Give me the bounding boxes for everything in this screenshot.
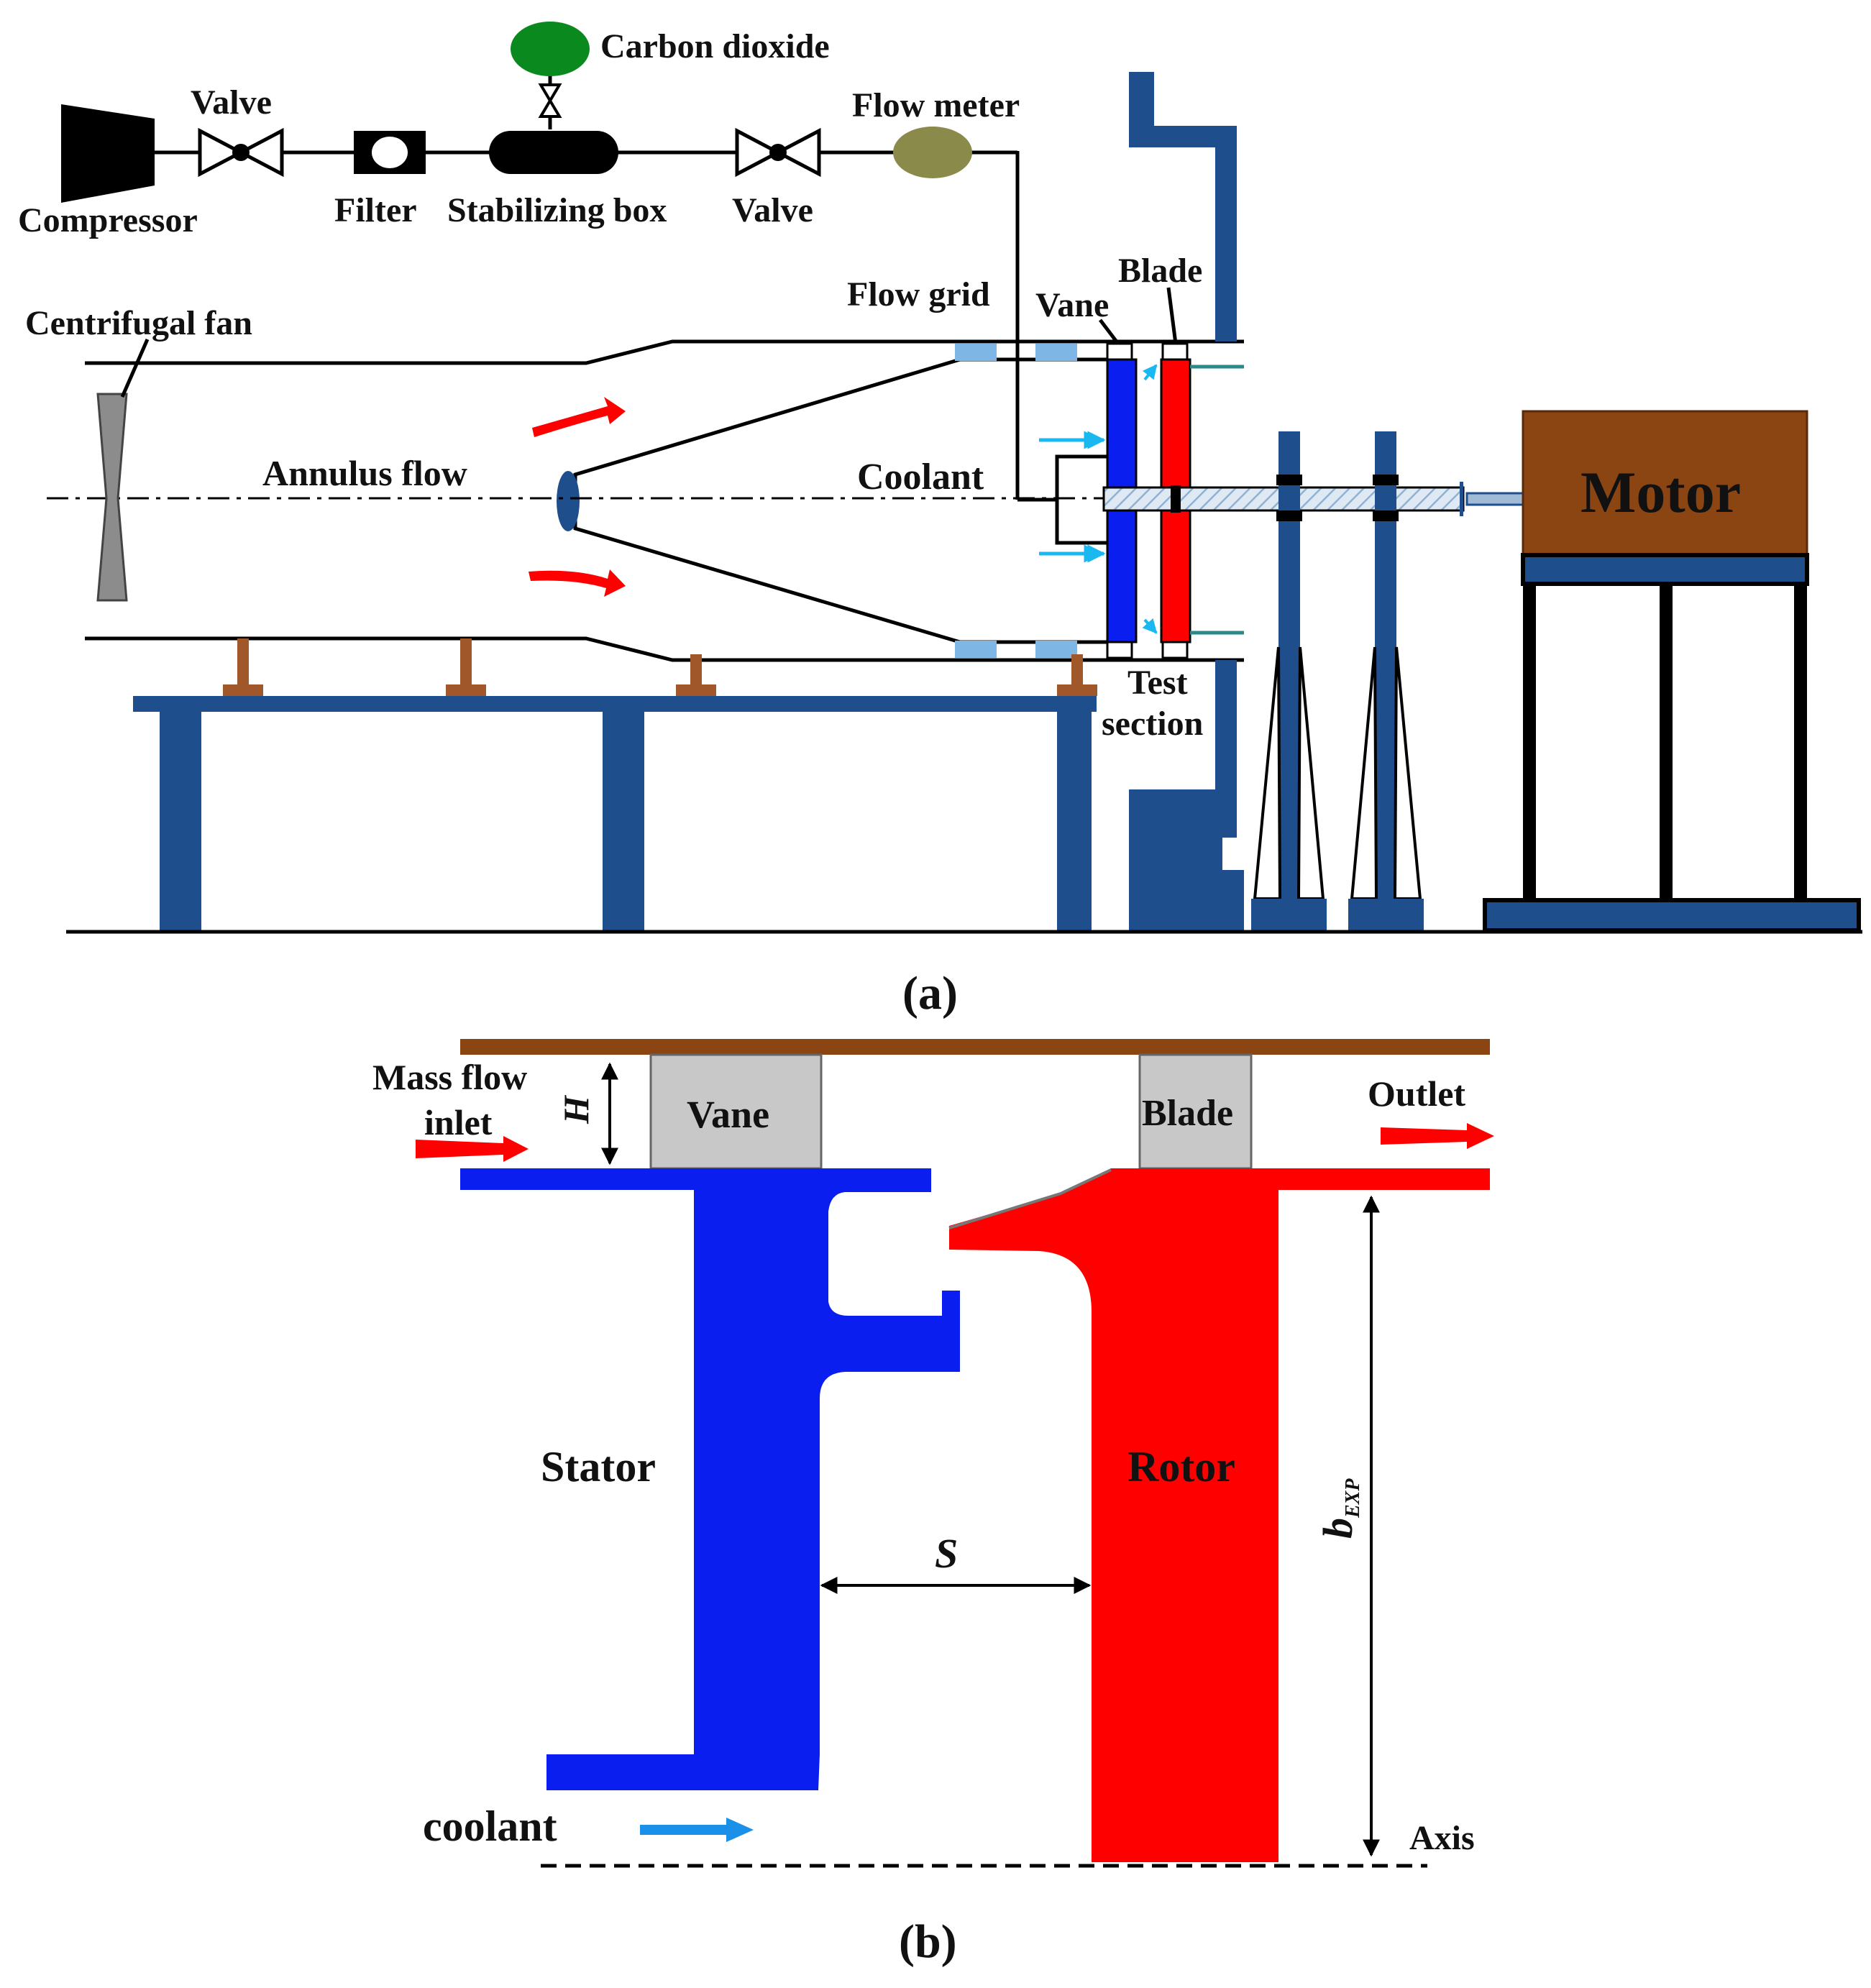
- fan-leader-line: [120, 338, 150, 398]
- label-rotor: Rotor: [1127, 1443, 1235, 1490]
- compressor-icon: [61, 104, 155, 203]
- valve-1-icon: [198, 127, 284, 178]
- caption-a: (a): [902, 967, 958, 1020]
- flow-meter-icon: [893, 127, 972, 178]
- label-filter: Filter: [334, 191, 417, 229]
- bearing-pedestal-1: [1251, 431, 1327, 931]
- label-s: S: [935, 1530, 958, 1577]
- label-b: b: [1314, 1518, 1361, 1539]
- casing-wall: [460, 1039, 1490, 1055]
- coolant-arrow: [640, 1818, 754, 1842]
- outlet-arrow: [1381, 1123, 1494, 1149]
- label-stator: Stator: [541, 1443, 656, 1490]
- label-h: H: [556, 1094, 596, 1124]
- nose-cone-icon: [557, 471, 580, 531]
- filter-icon: [354, 131, 426, 174]
- label-outlet: Outlet: [1368, 1073, 1465, 1114]
- label-motor: Motor: [1580, 459, 1741, 525]
- duct-housing: [1129, 72, 1244, 933]
- label-flow-grid: Flow grid: [847, 275, 990, 313]
- label-valve-2: Valve: [732, 191, 813, 229]
- label-test: Test: [1127, 664, 1188, 702]
- valve-2-icon: [735, 127, 821, 178]
- stabilizing-box-icon: [489, 131, 618, 174]
- caption-b: (b): [899, 1915, 957, 1968]
- figure-a: Compressor Valve Filter Stabilizing box …: [18, 22, 1862, 1020]
- label-compressor: Compressor: [18, 201, 198, 239]
- label-b-subscript: EXP: [1342, 1478, 1364, 1519]
- label-coolant: Coolant: [857, 457, 984, 498]
- label-vane: Vane: [1035, 286, 1109, 324]
- label-annulus-flow: Annulus flow: [262, 453, 467, 493]
- figure-b: Vane Blade H Mass flow inlet Outlet Stat…: [372, 1039, 1494, 1968]
- annulus-flow-arrow-bottom: [529, 569, 626, 597]
- label-stabilizing-box: Stabilizing box: [447, 191, 667, 229]
- stator-shape: [460, 1168, 960, 1790]
- motor-stand: [1483, 553, 1861, 933]
- label-b-exp: bEXP: [1314, 1478, 1364, 1539]
- carbon-dioxide-tank-icon: [511, 22, 590, 76]
- inlet-arrow: [416, 1136, 529, 1162]
- co2-valve-icon: [538, 72, 562, 118]
- label-section: section: [1102, 705, 1203, 743]
- label-coolant-b: coolant: [423, 1803, 557, 1850]
- label-carbon-dioxide: Carbon dioxide: [600, 27, 830, 65]
- label-vane-b: Vane: [687, 1093, 769, 1136]
- b-exp-label: bEXP: [1314, 1478, 1364, 1539]
- label-flow-meter: Flow meter: [852, 86, 1020, 124]
- label-valve-1: Valve: [191, 83, 272, 122]
- motor-box: [1522, 410, 1808, 556]
- label-inlet: inlet: [424, 1102, 493, 1142]
- tunnel-walls: [85, 339, 1244, 662]
- test-table: [133, 638, 1097, 931]
- label-mass-flow: Mass flow: [372, 1057, 527, 1097]
- label-axis: Axis: [1409, 1819, 1475, 1857]
- label-blade: Blade: [1118, 252, 1202, 290]
- annulus-flow-arrow-top: [532, 397, 626, 437]
- label-blade-b: Blade: [1142, 1093, 1233, 1134]
- blade-block: [1138, 1053, 1253, 1170]
- rotor-shape: [949, 1168, 1490, 1862]
- coolant-path: [1017, 431, 1107, 563]
- bearing-pedestal-2: [1348, 431, 1424, 931]
- vane-block: [649, 1053, 823, 1170]
- centrifugal-fan-icon: [96, 393, 128, 602]
- flow-grid-blocks: [955, 344, 1077, 658]
- label-centrifugal-fan: Centrifugal fan: [25, 304, 252, 342]
